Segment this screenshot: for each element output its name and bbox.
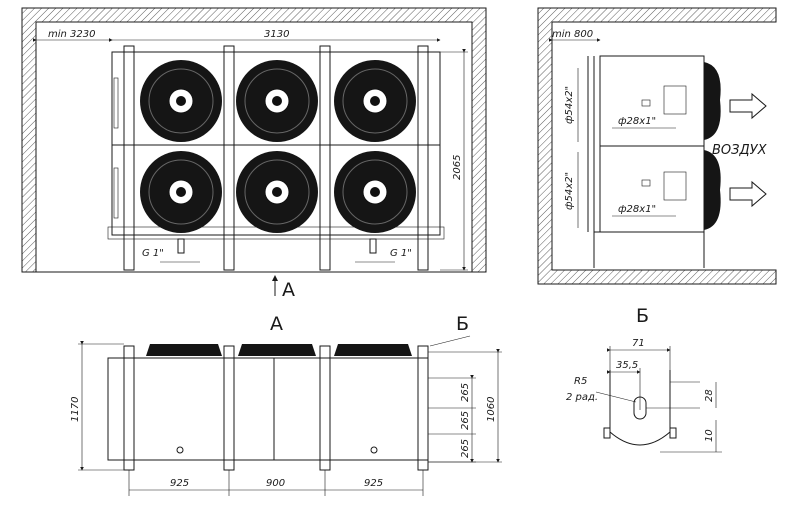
fan [140,151,222,233]
air-flow-arrow-upper [729,92,767,120]
dia-upper-horizontal: ф28x1" [618,116,656,127]
pipe-left-label: G 1" [142,248,164,259]
fan [334,151,416,233]
side-fan-lower [704,150,721,230]
detail-bracket [609,370,671,446]
view-arrow-label: A [282,279,295,301]
span-dim-2: 900 [266,478,285,489]
dia-lower-horizontal: ф28x1" [618,204,656,215]
side-view-wall [537,7,777,285]
row-dim-1: 265 [460,383,471,402]
top-view: min 3230 3130 2065 [21,7,487,273]
pipe-right-label: G 1" [390,248,412,259]
front-total-height: 1170 [70,397,81,422]
detail-vertical-offset: 28 [704,389,715,402]
top-view-wall [21,7,487,273]
front-view: A Б 1170 1060 265 265 265 [70,313,502,496]
span-dim-1: 925 [170,478,189,489]
fan [334,60,416,142]
row-dim-3: 265 [460,439,471,458]
top-legs [123,45,429,271]
air-flow-arrow-lower [729,180,767,208]
detail-bottom-offset: 10 [704,429,715,442]
side-min-clearance-label: min 800 [552,29,593,40]
fan [140,60,222,142]
detail-view: Б 71 35,5 R5 2 рад. 28 10 [566,305,722,453]
top-height-label: 2065 [452,155,463,180]
top-min-clearance-label: min 3230 [48,29,96,40]
side-view: min 800 ф54x2" ф54x2" ф28x1" ф28x1" ВОЗД… [537,7,777,285]
side-fan-upper [704,62,721,140]
fan [236,60,318,142]
front-body-height: 1060 [486,397,497,422]
detail-holes: 2 рад. [566,392,598,403]
view-arrow-a: A [272,275,295,301]
fan [236,151,318,233]
detail-callout: Б [456,313,469,335]
top-unit-frame [111,51,441,236]
top-header-stripes [113,77,119,219]
detail-width: 71 [632,338,645,349]
detail-view-title: Б [636,305,649,327]
front-view-title: A [270,313,283,335]
top-width-label: 3130 [264,29,289,40]
dia-upper-vertical: ф54x2" [564,86,575,124]
detail-radius: R5 [574,376,587,387]
span-dim-3: 925 [364,478,383,489]
row-dim-2: 265 [460,411,471,430]
dia-lower-vertical: ф54x2" [564,172,575,210]
air-label: ВОЗДУХ [712,143,768,158]
detail-half-width: 35,5 [616,360,638,371]
front-unit-body [107,357,429,461]
fan-grid [140,60,416,233]
